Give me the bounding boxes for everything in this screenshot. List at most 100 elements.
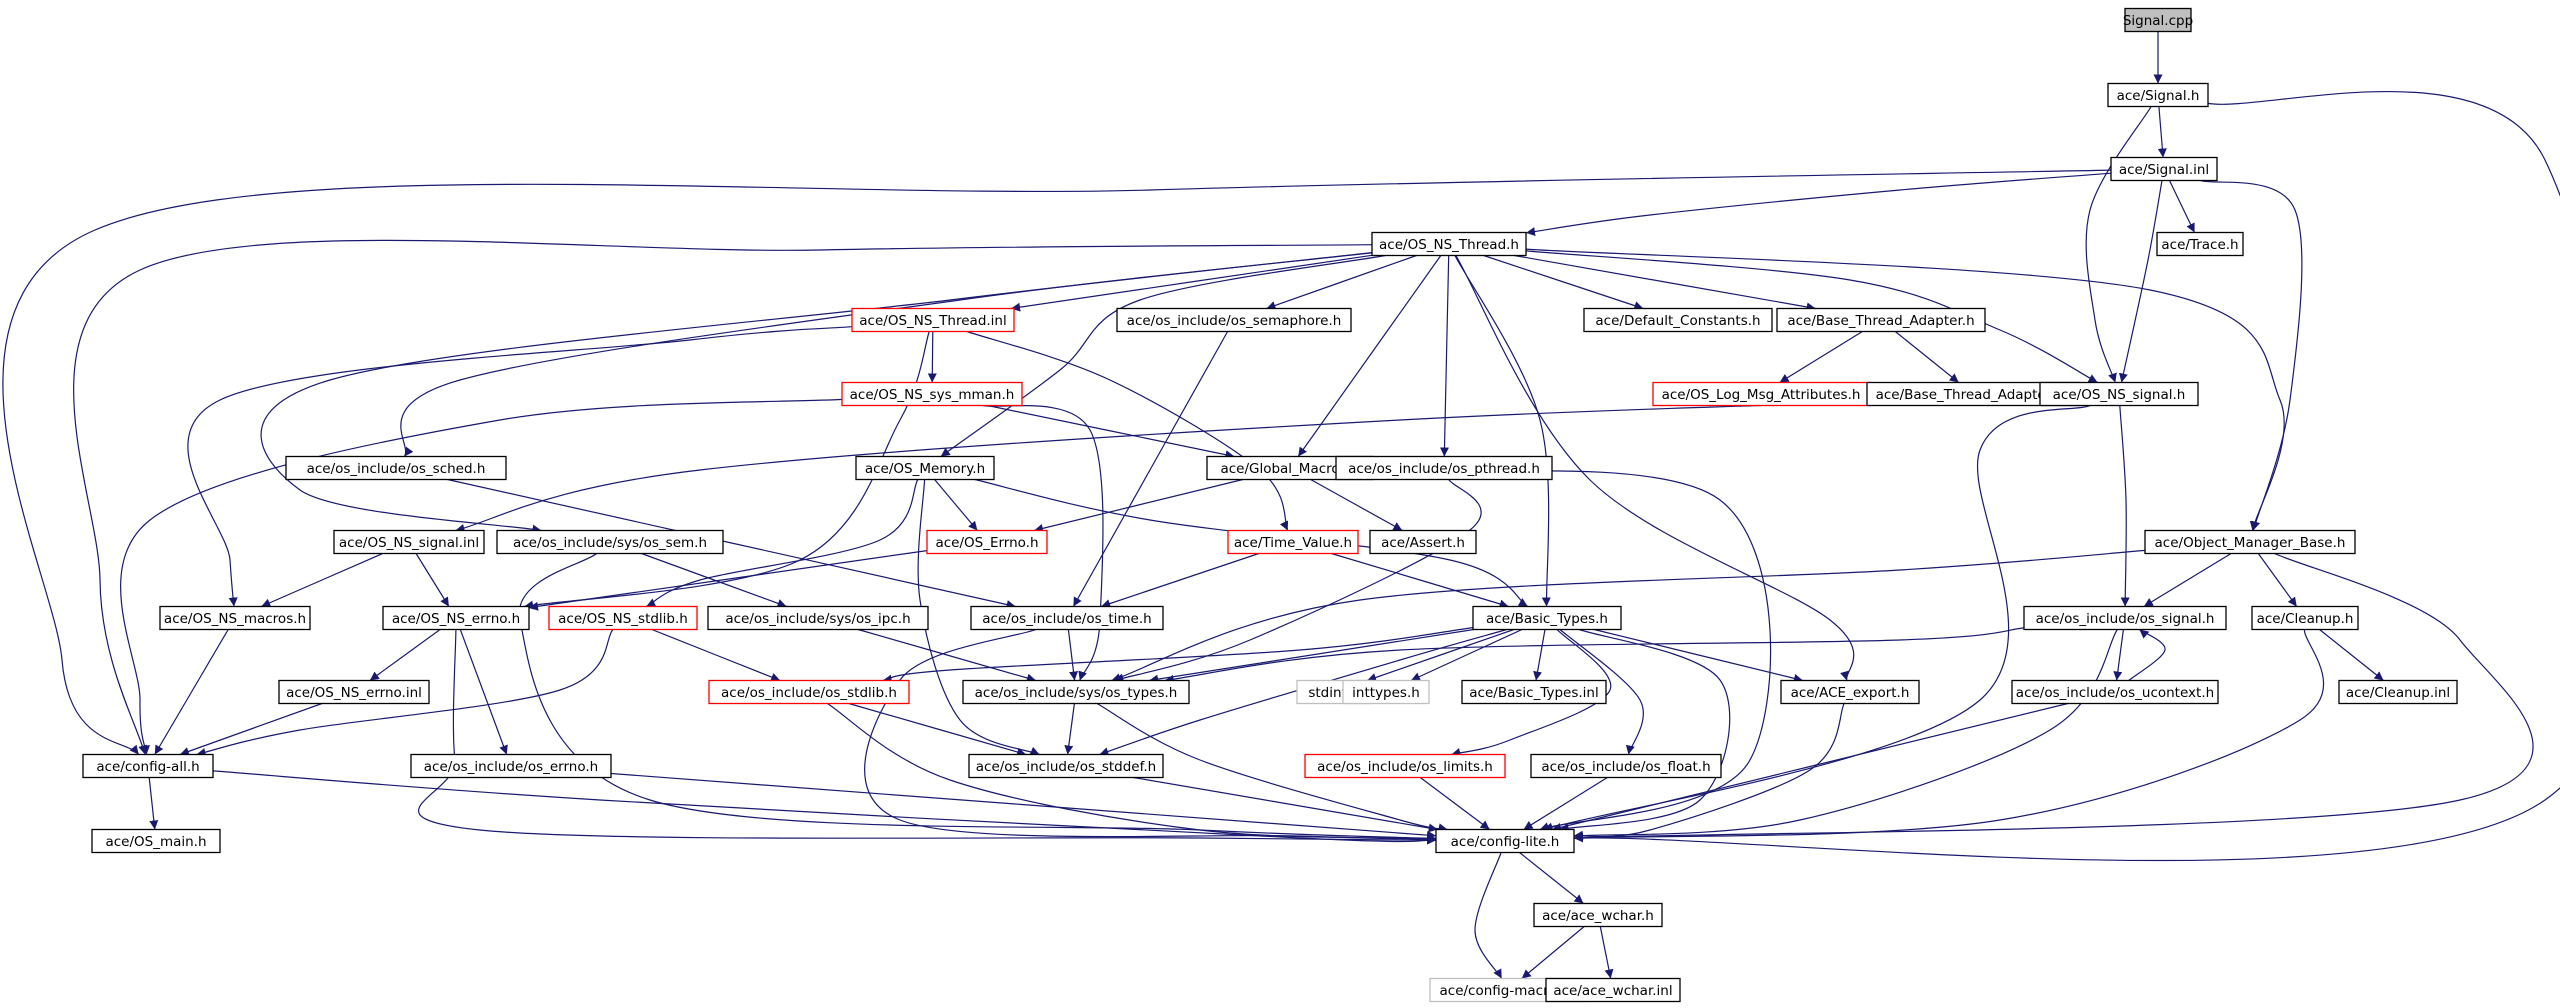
node-os-signal-h[interactable]: ace/os_include/os_signal.h	[2023, 605, 2227, 631]
node-label: ace/OS_Errno.h	[935, 535, 1038, 551]
edge-basic-types-h-to-os-stdlib-h	[882, 627, 1474, 684]
edge-cleanup-h-to-cleanup-inl	[2319, 629, 2384, 681]
node-os-sched-h[interactable]: ace/os_include/os_sched.h	[285, 455, 507, 481]
node-label: ace/os_include/sys/os_sem.h	[513, 535, 707, 551]
node-os-ns-thread-inl[interactable]: ace/OS_NS_Thread.inl	[851, 307, 1015, 333]
node-signal-inl[interactable]: ace/Signal.inl	[2110, 156, 2218, 182]
node-label: ace/Basic_Types.inl	[1469, 685, 1598, 701]
edge-os-ucontext-h-to-os-signal-h	[2128, 629, 2166, 681]
edge-global-macros-h-to-assert-h	[1310, 478, 1403, 532]
node-sys-os-types-h[interactable]: ace/os_include/sys/os_types.h	[962, 679, 1190, 705]
edge-ace-wchar-h-to-ace-wchar-inl	[1599, 926, 1614, 979]
node-label: ace/OS_NS_errno.h	[392, 611, 520, 627]
node-label: ace/Signal.inl	[2119, 162, 2209, 178]
node-basic-types-inl[interactable]: ace/Basic_Types.inl	[1461, 679, 1607, 705]
edge-os-time-h-to-config-lite-h	[864, 628, 1437, 844]
node-os-limits-h[interactable]: ace/os_include/os_limits.h	[1304, 753, 1506, 779]
node-label: ace/os_include/os_sched.h	[307, 461, 486, 477]
edge-config-all-h-to-config-lite-h	[212, 770, 1437, 845]
node-global-macros-h[interactable]: ace/Global_Macros.h	[1206, 455, 1374, 481]
node-os-ns-thread-h[interactable]: ace/OS_NS_Thread.h	[1371, 231, 1527, 257]
node-os-ns-errno-h[interactable]: ace/OS_NS_errno.h	[382, 605, 530, 631]
node-box	[841, 381, 1023, 407]
edge-sys-os-sem-h-to-sys-os-ipc-h	[641, 552, 787, 608]
node-cleanup-h[interactable]: ace/Cleanup.h	[2251, 605, 2359, 631]
node-label: ace/Global_Macros.h	[1220, 461, 1359, 477]
node-label: ace/OS_Log_Msg_Attributes.h	[1662, 387, 1861, 403]
edge-os-ns-thread-h-to-os-pthread-h	[1439, 255, 1450, 457]
node-label: ace/os_include/os_pthread.h	[1348, 461, 1540, 477]
node-ace-wchar-inl[interactable]: ace/ace_wchar.inl	[1545, 977, 1681, 1003]
node-box	[548, 605, 698, 631]
node-os-time-h[interactable]: ace/os_include/os_time.h	[970, 605, 1164, 631]
node-config-all-h[interactable]: ace/config-all.h	[82, 753, 214, 779]
node-os-errno-h[interactable]: ace/OS_Errno.h	[926, 529, 1048, 555]
edge-basic-types-h-to-config-lite-h	[1559, 628, 1731, 833]
node-os-ns-sys-mman-h[interactable]: ace/OS_NS_sys_mman.h	[841, 381, 1023, 407]
edge-os-signal-h-to-config-lite-h	[1573, 629, 2118, 840]
node-box	[851, 307, 1015, 333]
edge-os-ns-signal-h-to-os-signal-h	[2119, 405, 2130, 607]
node-os-ns-errno-inl[interactable]: ace/OS_NS_errno.inl	[278, 679, 430, 705]
node-label: ace/Default_Constants.h	[1595, 313, 1760, 329]
node-box	[1780, 679, 1920, 705]
node-box	[1583, 307, 1773, 333]
node-os-float-h[interactable]: ace/os_include/os_float.h	[1530, 753, 1722, 779]
node-sys-os-sem-h[interactable]: ace/os_include/sys/os_sem.h	[496, 529, 724, 555]
node-os-ns-signal-inl[interactable]: ace/OS_NS_signal.inl	[333, 529, 485, 555]
node-config-lite-h[interactable]: ace/config-lite.h	[1435, 828, 1575, 854]
node-box	[926, 529, 1048, 555]
node-label: ace/Base_Thread_Adapter.inl	[1876, 387, 2071, 403]
edge-os-ns-stdlib-h-to-os-stdlib-h	[651, 628, 781, 682]
node-os-memory-h[interactable]: ace/OS_Memory.h	[855, 455, 995, 481]
node-box	[382, 605, 530, 631]
node-time-value-h[interactable]: ace/Time_Value.h	[1227, 529, 1359, 555]
edge-os-ns-stdlib-h-to-config-all-h	[196, 629, 614, 757]
node-base-thread-adapter-inl[interactable]: ace/Base_Thread_Adapter.inl	[1866, 381, 2080, 407]
node-os-semaphore-h[interactable]: ace/os_include/os_semaphore.h	[1116, 307, 1352, 333]
node-os-ns-signal-h[interactable]: ace/OS_NS_signal.h	[2039, 381, 2199, 407]
node-label: ace/config-macros.h	[1440, 983, 1577, 999]
node-os-log-msg-attributes-h[interactable]: ace/OS_Log_Msg_Attributes.h	[1652, 381, 1870, 407]
node-label: ace/os_include/os_ucontext.h	[2016, 685, 2214, 701]
edge-os-memory-h-to-os-errno-h	[934, 479, 978, 531]
node-default-constants-h[interactable]: ace/Default_Constants.h	[1583, 307, 1773, 333]
node-sys-os-ipc-h[interactable]: ace/os_include/sys/os_ipc.h	[707, 605, 929, 631]
node-os-stdlib-h[interactable]: ace/os_include/os_stdlib.h	[708, 679, 910, 705]
node-label: ace/Trace.h	[2161, 237, 2238, 253]
node-box	[1435, 828, 1575, 854]
node-box	[2144, 529, 2356, 555]
node-os-ns-macros-h[interactable]: ace/OS_NS_macros.h	[159, 605, 311, 631]
node-label: ace/os_include/sys/os_ipc.h	[725, 611, 910, 627]
node-ace-wchar-h[interactable]: ace/ace_wchar.h	[1533, 902, 1663, 928]
edge-os-ns-signal-inl-to-os-ns-macros-h	[261, 552, 383, 608]
node-signal-cpp[interactable]: Signal.cpp	[2123, 7, 2193, 33]
edge-cleanup-h-to-config-lite-h	[1573, 629, 2325, 843]
node-cleanup-inl[interactable]: ace/Cleanup.inl	[2338, 679, 2458, 705]
node-os-main-h[interactable]: ace/OS_main.h	[91, 828, 221, 854]
node-os-ns-stdlib-h[interactable]: ace/OS_NS_stdlib.h	[548, 605, 698, 631]
edge-signal-inl-to-config-all-h	[2, 169, 2112, 755]
node-trace-h[interactable]: ace/Trace.h	[2156, 231, 2244, 257]
edge-os-ns-thread-h-to-object-manager-base-h	[1525, 248, 2285, 531]
edge-os-ns-thread-h-to-os-semaphore-h	[1266, 254, 1417, 310]
node-label: ace/OS_Memory.h	[865, 461, 985, 477]
node-box	[2039, 381, 2199, 407]
node-box	[2124, 7, 2192, 33]
node-base-thread-adapter-h[interactable]: ace/Base_Thread_Adapter.h	[1776, 307, 1986, 333]
edge-basic-types-h-to-sys-os-types-h	[1149, 628, 1474, 684]
node-ace-export-h[interactable]: ace/ACE_export.h	[1780, 679, 1920, 705]
node-os-pthread-h[interactable]: ace/os_include/os_pthread.h	[1335, 455, 1553, 481]
node-box	[2251, 605, 2359, 631]
node-inttypes-h[interactable]: inttypes.h	[1342, 679, 1430, 705]
node-label: ace/os_include/os_float.h	[1541, 759, 1710, 775]
edge-os-ns-thread-h-to-os-ns-signal-h	[1525, 250, 2098, 384]
node-object-manager-base-h[interactable]: ace/Object_Manager_Base.h	[2144, 529, 2356, 555]
node-assert-h[interactable]: ace/Assert.h	[1369, 529, 1477, 555]
node-os-errno-h2[interactable]: ace/os_include/os_errno.h	[410, 753, 612, 779]
node-os-stddef-h[interactable]: ace/os_include/os_stddef.h	[968, 753, 1164, 779]
node-signal-h[interactable]: ace/Signal.h	[2107, 82, 2209, 108]
node-os-ucontext-h[interactable]: ace/os_include/os_ucontext.h	[2011, 679, 2219, 705]
edge-os-ns-errno-h-to-os-ns-errno-inl	[369, 629, 441, 681]
node-basic-types-h[interactable]: ace/Basic_Types.h	[1472, 605, 1622, 631]
